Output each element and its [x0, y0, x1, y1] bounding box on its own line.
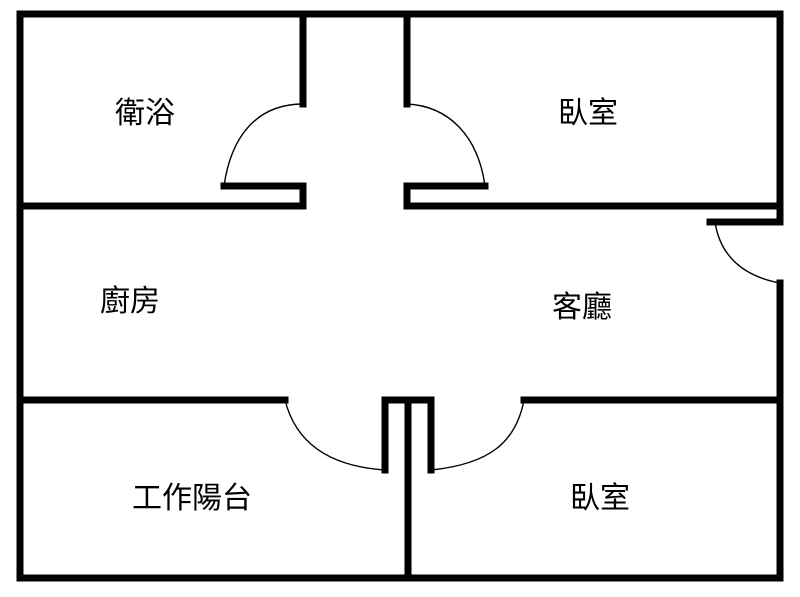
door-swings — [223, 103, 781, 471]
utility-door-swing — [284, 399, 386, 471]
bathroom-door-swing — [223, 103, 304, 187]
room-label-bedroom-bottom: 臥室 — [570, 481, 630, 516]
bedroom-top-door-swing — [406, 103, 486, 187]
outer-walls — [16, 10, 784, 582]
room-label-bedroom-top: 臥室 — [558, 96, 618, 131]
room-label-living-room: 客廳 — [552, 290, 612, 325]
room-label-utility-balcony: 工作陽台 — [132, 481, 252, 516]
room-label-bathroom: 衛浴 — [115, 96, 175, 131]
bedroom-bottom-door-swing — [430, 399, 525, 471]
interior-walls — [16, 10, 784, 582]
entrance-door-swing — [714, 221, 781, 284]
room-label-kitchen: 廚房 — [100, 284, 160, 319]
